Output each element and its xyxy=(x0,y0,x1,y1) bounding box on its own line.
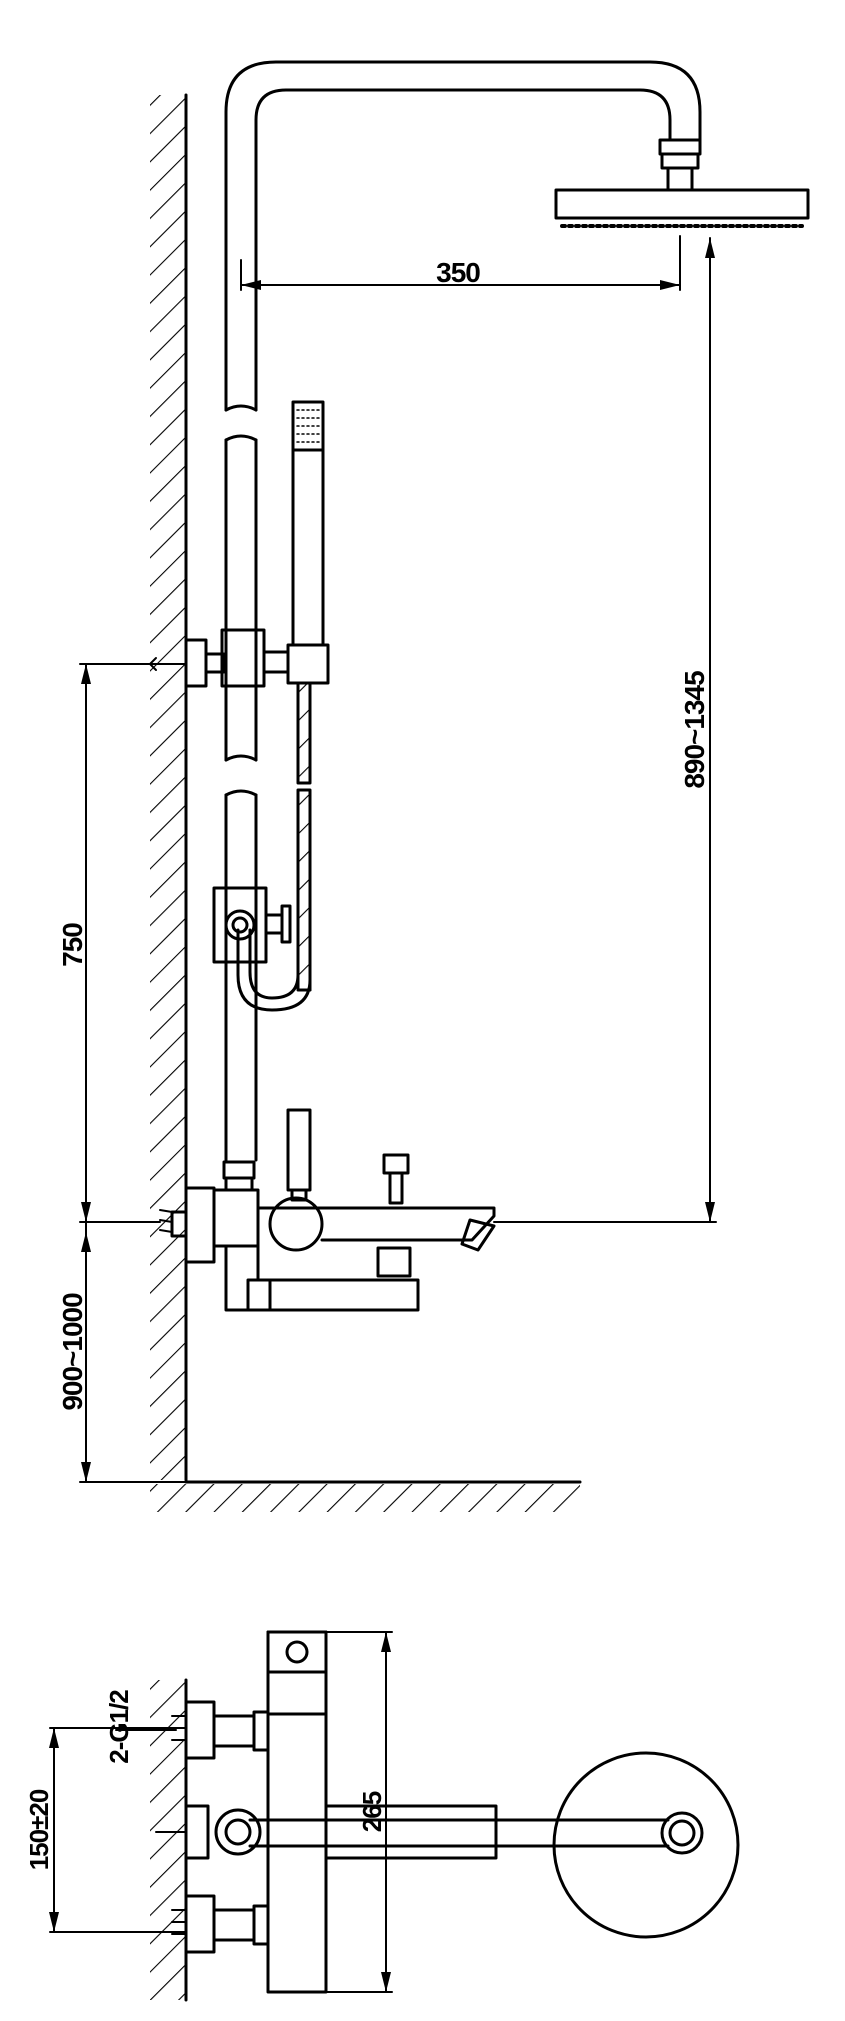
diverter-block xyxy=(212,886,292,964)
dim-mixer-height: 900~1000 xyxy=(57,1293,88,1411)
spout-plan xyxy=(324,1804,498,1860)
bath-mixer xyxy=(159,1108,496,1312)
shower-hose xyxy=(236,681,312,1012)
wall-section xyxy=(150,93,188,1482)
hand-shower xyxy=(286,400,330,685)
floor-section xyxy=(150,1480,582,1512)
dim-inlet-spacing: 150±20 xyxy=(24,1789,54,1870)
dim-arm-reach: 350 xyxy=(436,257,480,288)
shower-head xyxy=(554,138,810,228)
dim-mixer-depth: 265 xyxy=(357,1791,387,1832)
riser-pipe xyxy=(224,60,702,1162)
inlet-upper xyxy=(171,1700,270,1760)
dim-inlet-thread: 2-G1/2 xyxy=(104,1690,134,1764)
mixer-body-plan xyxy=(266,1630,328,1994)
dim-head-height: 890~1345 xyxy=(679,671,710,789)
inlet-lower xyxy=(171,1894,270,1954)
shower-head-plan xyxy=(552,1751,740,1939)
dim-mixer-to-bracket: 750 xyxy=(57,923,88,967)
wall-section-plan xyxy=(150,1678,188,2002)
riser-connection-plan xyxy=(155,1804,670,1860)
